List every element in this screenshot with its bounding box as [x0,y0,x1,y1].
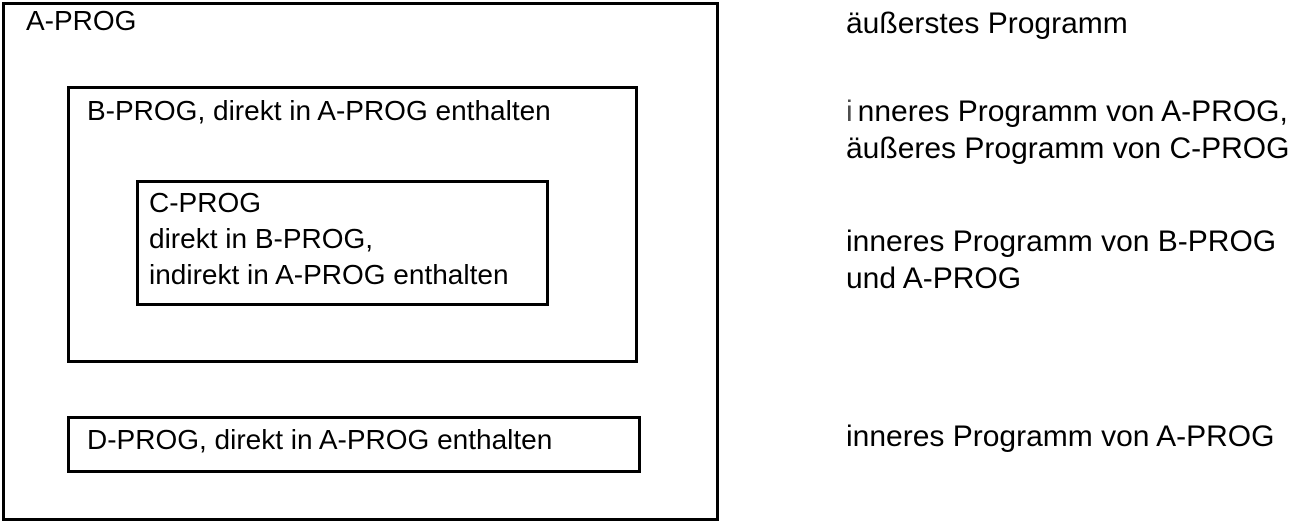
annotation-c-prog: inneres Programm von B-PROG und A-PROG [846,223,1276,297]
b-prog-box [67,86,638,363]
a-prog-label: A-PROG [26,5,137,36]
d-prog-box [67,416,641,473]
annotation-d-prog: inneres Programm von A-PROG [846,420,1275,453]
c-prog-label-line-2: direkt in B-PROG, [149,223,374,254]
annotation-c-prog-line-1: inneres Programm von B-PROG [846,225,1277,258]
annotation-outermost-program: äußerstes Programm [846,7,1128,40]
c-prog-label-line-3: indirekt in A-PROG enthalten [149,259,509,290]
c-prog-label-line-1: C-PROG [149,187,261,218]
annotation-b-prog-i-prefix: i [846,95,853,128]
d-prog-label: D-PROG, direkt in A-PROG enthalten [87,424,553,455]
annotation-b-prog-line-1-text: nneres Programm von A-PROG, [857,95,1288,128]
c-prog-label: C-PROG direkt in B-PROG, indirekt in A-P… [149,185,509,293]
a-prog-box [2,2,719,521]
annotation-c-prog-line-2: und A-PROG [846,262,1022,295]
annotation-b-prog-line-2: äußeres Programm von C-PROG [846,132,1290,165]
c-prog-box [136,180,549,306]
b-prog-label: B-PROG, direkt in A-PROG enthalten [87,95,551,126]
